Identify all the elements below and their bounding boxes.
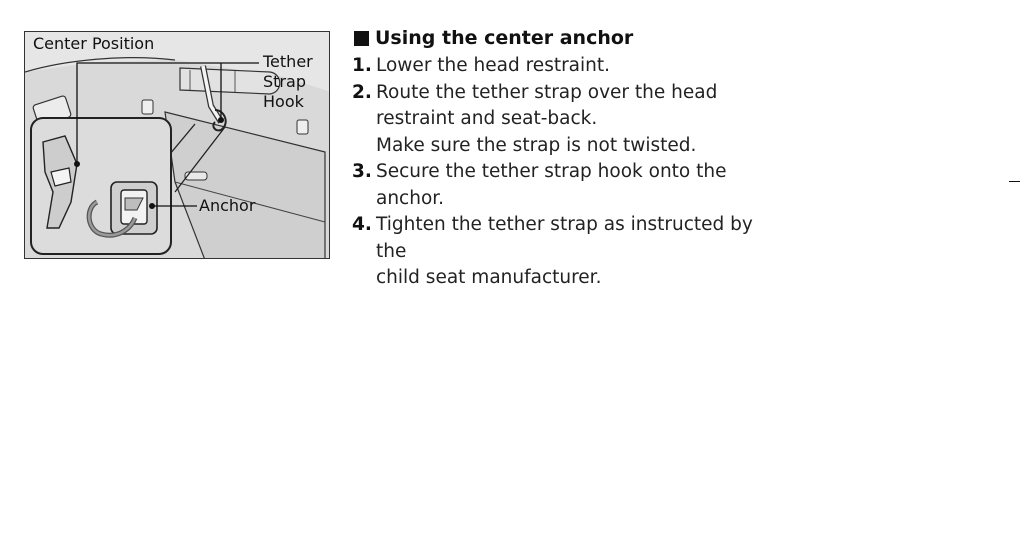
step-number: 3.	[352, 161, 372, 182]
figure-title: Center Position	[31, 34, 157, 54]
page-edge-mark	[1009, 181, 1020, 182]
step-text: Secure the tether strap hook onto the	[376, 161, 727, 182]
section-heading-text: Using the center anchor	[375, 27, 634, 49]
step-number: 2.	[352, 81, 372, 103]
step-text: Tighten the tether strap as instructed b…	[376, 214, 753, 262]
step-item: 2. Route the tether strap over the head …	[352, 80, 772, 160]
step-item: 1. Lower the head restraint.	[352, 53, 772, 80]
tether-label-line2: Strap	[263, 72, 306, 91]
step-text: Lower the head restraint.	[376, 55, 611, 76]
tether-label-line3: Hook	[263, 92, 304, 111]
step-number: 1.	[352, 55, 372, 76]
center-anchor-illustration: Center Position Tether Strap Hook Anchor	[24, 31, 330, 259]
step-item: 4. Tighten the tether strap as instructe…	[352, 212, 772, 292]
seat-illustration-drawing	[25, 57, 329, 258]
step-item: 3. Secure the tether strap hook onto the…	[352, 159, 772, 212]
square-bullet-icon	[354, 30, 369, 46]
section-heading: Using the center anchor	[354, 27, 633, 49]
anchor-label: Anchor	[199, 196, 256, 215]
step-text: anchor.	[376, 187, 445, 209]
step-number: 4.	[352, 214, 372, 235]
step-note: Make sure the strap is not twisted.	[376, 134, 697, 156]
step-text: restraint and seat-back.	[376, 108, 598, 129]
step-text: Route the tether strap over the head	[376, 81, 718, 103]
step-text: child seat manufacturer.	[376, 267, 602, 288]
tether-label-line1: Tether	[263, 52, 313, 71]
instruction-steps: 1. Lower the head restraint. 2. Route th…	[352, 53, 772, 292]
